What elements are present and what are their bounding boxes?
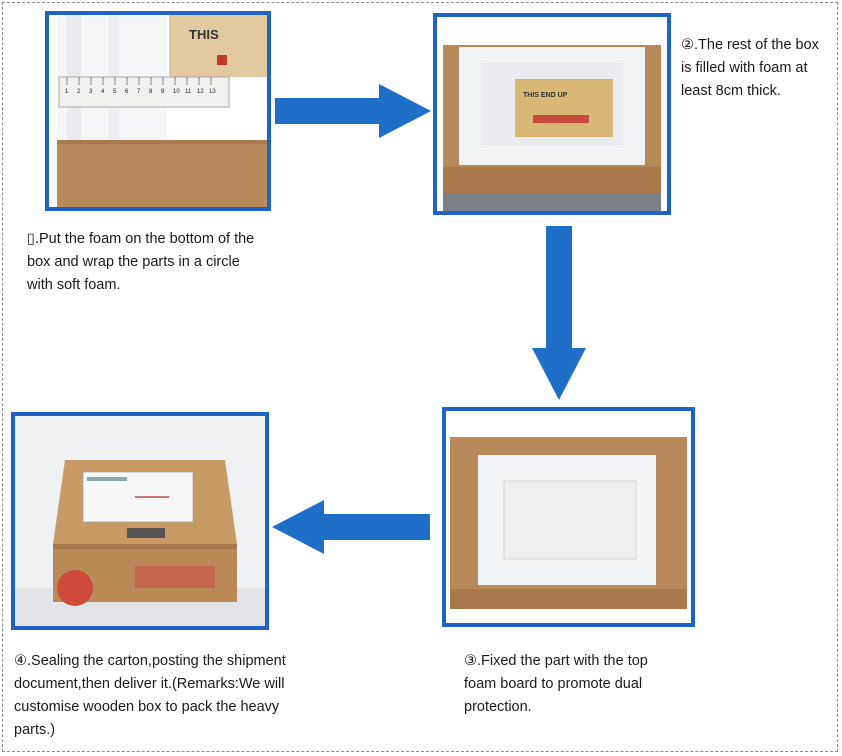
step-2-number: ② xyxy=(681,37,694,53)
ruler-number: 7 xyxy=(137,89,141,95)
step-1-text: .Put the foam on the bottom of the box a… xyxy=(27,231,255,293)
step-2-photo: THIS END UP xyxy=(433,13,671,215)
step-3-caption: ③.Fixed the part with the top foam board… xyxy=(464,650,684,719)
ruler-number: 4 xyxy=(101,89,105,95)
step-2-caption: ②.The rest of the box is filled with foa… xyxy=(681,34,821,103)
ruler-number: 13 xyxy=(209,89,216,95)
ruler-number: 5 xyxy=(113,89,117,95)
step-3-text: .Fixed the part with the top foam board … xyxy=(464,653,648,715)
step-2-box-print: THIS END UP xyxy=(523,92,568,99)
ruler-number: 1 xyxy=(65,89,69,95)
ruler-number: 6 xyxy=(125,89,129,95)
ruler-number: 9 xyxy=(161,89,165,95)
step-1-box-print: THIS xyxy=(189,27,219,42)
step-4-photo xyxy=(11,412,269,630)
step-3-number: ③ xyxy=(464,653,477,669)
ruler-number: 12 xyxy=(197,89,204,95)
ruler-number: 2 xyxy=(77,89,81,95)
ruler-number: 3 xyxy=(89,89,93,95)
step-1-caption: ▯.Put the foam on the bottom of the box … xyxy=(27,228,267,297)
arrow-down-icon xyxy=(532,226,586,400)
step-4-text: .Sealing the carton,posting the shipment… xyxy=(14,653,286,738)
step-4-caption: ④.Sealing the carton,posting the shipmen… xyxy=(14,650,289,742)
step-4-number: ④ xyxy=(14,653,27,669)
step-2-text: .The rest of the box is filled with foam… xyxy=(681,37,819,99)
ruler-number: 11 xyxy=(185,89,192,95)
step-3-photo xyxy=(442,407,695,627)
arrow-left-icon xyxy=(272,500,430,554)
step-1-number: ▯ xyxy=(27,231,35,247)
arrow-right-icon xyxy=(275,84,431,138)
ruler-number: 8 xyxy=(149,89,153,95)
ruler-number: 10 xyxy=(173,89,180,95)
